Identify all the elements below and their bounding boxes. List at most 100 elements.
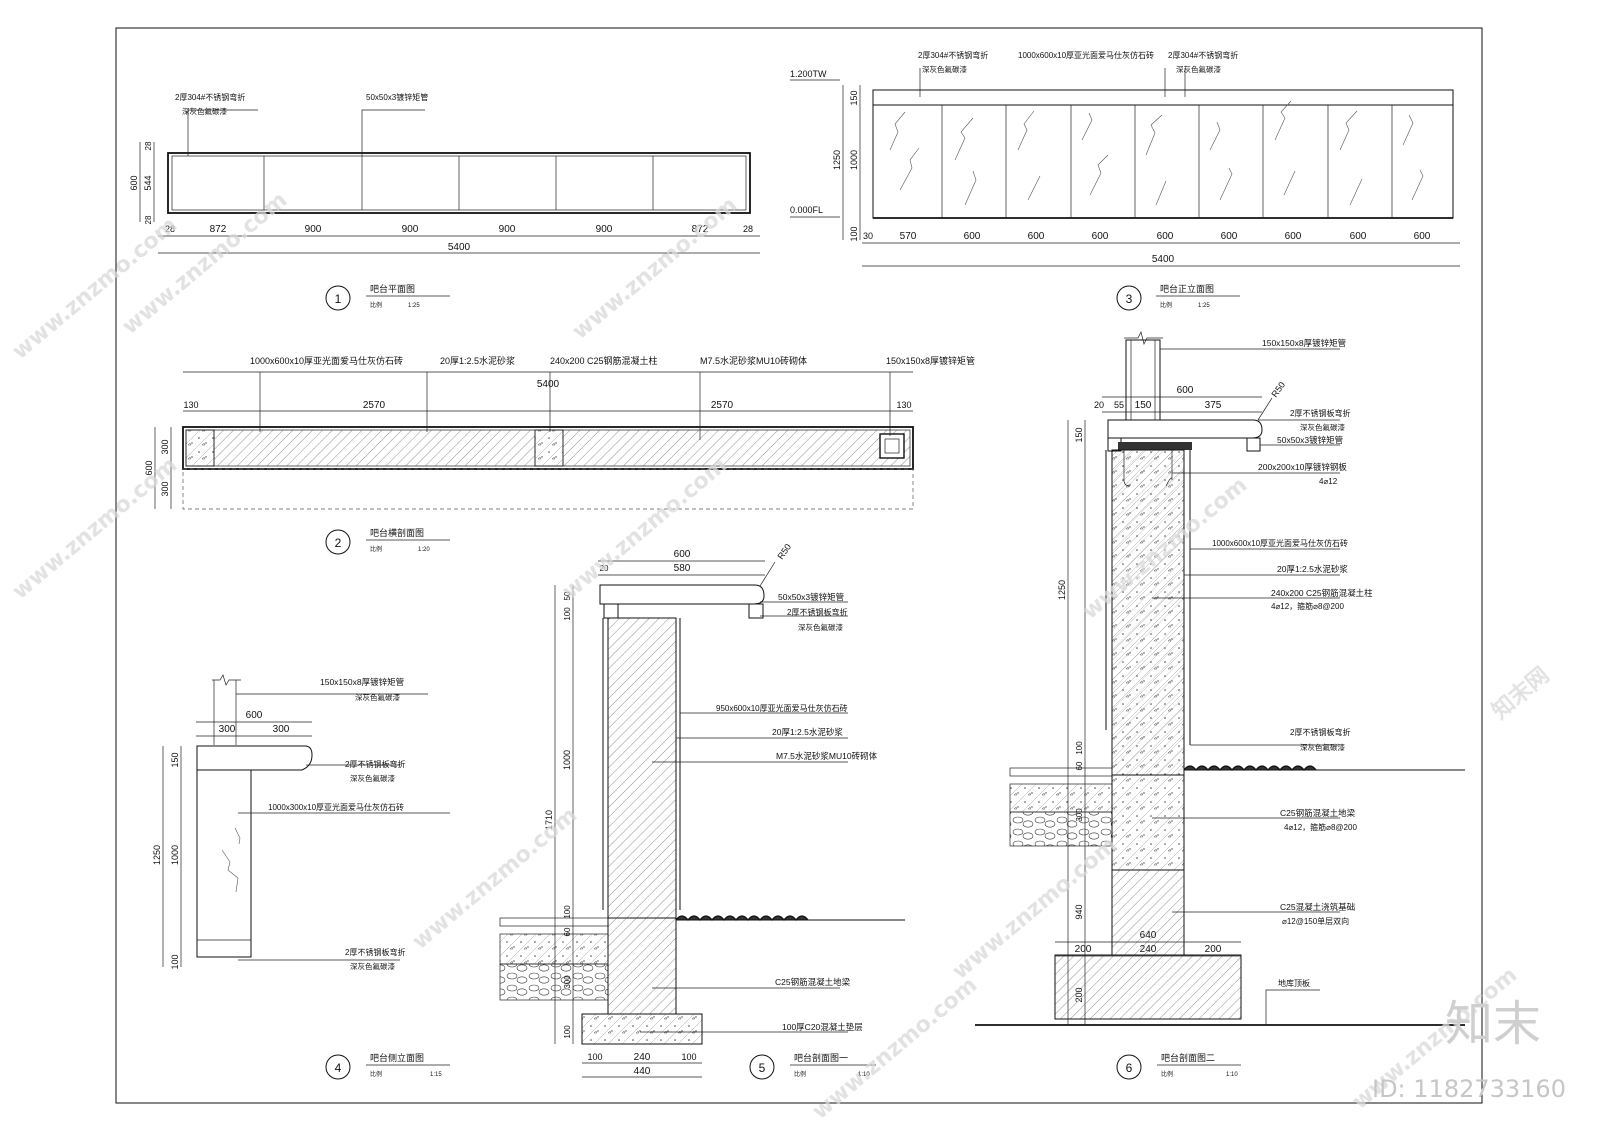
view-side-elevation: 600 300 300 150 1250 1000 100 150x150x8厚…	[152, 674, 450, 1080]
plan-dim-4: 900	[499, 224, 516, 235]
plan-dim-7: 28	[743, 224, 753, 234]
sec1-b100a: 100	[587, 1052, 602, 1062]
front-total: 5400	[1152, 254, 1175, 265]
sec2-note-10a: C25混凝土浇筑基础	[1280, 902, 1355, 912]
hsec-dim-1: 2570	[363, 400, 386, 411]
sec2-v100: 100	[1075, 741, 1084, 755]
sec1-view-title: 吧台剖面图一	[794, 1052, 848, 1063]
sec2-view-title: 吧台剖面图二	[1161, 1052, 1215, 1063]
sec1-radius-leader	[759, 561, 776, 587]
hsec-note-4: M7.5水泥砂浆MU10砖砌体	[700, 355, 807, 366]
front-cap	[872, 89, 1454, 106]
hsec-depth: 600	[144, 460, 154, 475]
side-note-4a: 2厚不锈钢板弯折	[345, 947, 405, 957]
sec1-title-circle	[749, 1054, 775, 1080]
hsec-note-1: 1000x600x10厚亚光面爱马仕灰仿石砖	[250, 355, 403, 366]
side-v1000: 1000	[170, 845, 180, 865]
hsec-dim-3: 130	[896, 400, 911, 410]
hsec-dim-0: 130	[183, 400, 198, 410]
sec2-v300: 300	[1075, 808, 1084, 822]
sec2-note-2a: 2厚不锈钢板弯折	[1290, 408, 1350, 418]
sec1-view-no: 5	[759, 1061, 766, 1075]
view-section-two: 600 20 55 150 375 R50 150 1250 100 60 30…	[975, 330, 1465, 1080]
sec1-floor-finish	[499, 917, 609, 927]
hsec-view-title: 吧台横剖面图	[370, 527, 424, 538]
hsec-scale-label: 比例	[370, 545, 382, 553]
sec1-floor-slab	[499, 933, 609, 965]
side-v150: 150	[170, 752, 180, 767]
side-v1250: 1250	[152, 845, 162, 865]
front-scale: 1:25	[1198, 303, 1210, 309]
side-scale-label: 比例	[370, 1070, 382, 1078]
sec1-v1710: 1710	[544, 810, 554, 830]
plan-dim-2: 900	[305, 224, 322, 235]
view-front-elevation: 2厚304#不锈钢弯折 深灰色氟碳漆 1000x600x10厚亚光面爱马仕灰仿石…	[790, 50, 1460, 311]
sec2-scale-label: 比例	[1161, 1070, 1173, 1078]
front-dim-8: 600	[1350, 231, 1367, 242]
sec2-v60: 60	[1075, 761, 1084, 770]
watermark-id: ID: 1182733160	[1372, 1075, 1566, 1103]
front-view-title: 吧台正立面图	[1160, 283, 1214, 294]
sec1-note-5: M7.5水泥砂浆MU10砖砌体	[776, 751, 878, 761]
watermark-text: www.znzmo.com	[8, 453, 182, 605]
hsec-d300b: 300	[160, 481, 170, 496]
front-note-1a: 2厚304#不锈钢弯折	[918, 50, 988, 60]
plan-dim-1: 872	[210, 224, 227, 235]
plan-dim-6: 872	[692, 224, 709, 235]
front-note-1b: 深灰色氟碳漆	[922, 64, 967, 74]
front-v150: 150	[849, 90, 859, 105]
view-plan: 2厚304#不锈钢弯折 深灰色氟碳漆 50x50x3镀锌矩管 28 872 90…	[129, 92, 760, 311]
front-dim-1: 570	[900, 231, 917, 242]
sec2-note-8a: 2厚不锈钢板弯折	[1290, 727, 1350, 737]
watermark-text: www.znzmo.com	[558, 453, 732, 605]
front-dim-3: 600	[1028, 231, 1045, 242]
hsec-note-3: 240x200 C25钢筋混凝土柱	[550, 355, 658, 366]
side-w300a: 300	[219, 724, 236, 735]
sec2-note-2b: 深灰色氟碳漆	[1300, 422, 1345, 432]
sec2-v200: 200	[1074, 987, 1084, 1002]
plan-leader-2	[361, 109, 425, 156]
hsec-steel-tube-inner	[884, 438, 900, 454]
side-body	[196, 769, 252, 958]
front-scale-label: 比例	[1160, 301, 1172, 309]
view-section-one: 600 20 580 R50 50 100 1710 1000 100 60 3…	[499, 542, 905, 1080]
sec1-note-4: 20厚1:2.5水泥砂浆	[772, 727, 843, 737]
sec2-w375: 375	[1205, 400, 1222, 411]
sec2-floor-slab	[1009, 783, 1113, 813]
hsec-title-circle	[325, 529, 351, 555]
plan-outline	[167, 152, 751, 214]
sec2-foundation	[1054, 954, 1242, 1020]
side-note-1b: 深灰色氟碳漆	[355, 692, 400, 702]
sec2-note-5: 1000x600x10厚亚光面爱马仕灰仿石砖	[1212, 538, 1348, 548]
watermark-text: www.znzmo.com	[568, 193, 742, 345]
sec2-scale: 1:10	[1226, 1072, 1238, 1078]
sec1-scale-label: 比例	[794, 1070, 806, 1078]
side-marble-veins	[221, 827, 241, 893]
side-scale: 1:15	[430, 1072, 442, 1078]
sec2-leader-11	[1265, 989, 1320, 1025]
sec2-w600: 600	[1177, 385, 1194, 396]
sec1-note-1: 50x50x3镀锌矩管	[778, 592, 844, 602]
side-title-circle	[325, 1054, 351, 1080]
front-title-circle	[1116, 285, 1142, 311]
sec1-ground-beam	[607, 917, 677, 1015]
sec1-v1000: 1000	[562, 750, 572, 770]
side-note-4b: 深灰色氟碳漆	[350, 961, 395, 971]
side-top	[196, 745, 313, 771]
sec1-note-2a: 2厚不锈钢板弯折	[787, 607, 847, 617]
watermark-logo: 知末	[1445, 996, 1541, 1052]
sec2-foundation-stem	[1111, 869, 1185, 956]
sec1-v60: 60	[563, 927, 572, 936]
sec2-column-hatch	[1112, 450, 1184, 775]
front-v1000: 1000	[849, 150, 859, 170]
sec2-w20: 20	[1094, 400, 1104, 410]
front-marble-veins	[889, 100, 1424, 206]
watermark-text: www.znzmo.com	[808, 973, 982, 1125]
watermark-text: 知末网	[1487, 662, 1554, 724]
plan-total: 5400	[448, 242, 471, 253]
side-break-mark	[212, 674, 241, 686]
sec2-tube-right	[1246, 437, 1261, 452]
sec2-radius-leader	[1257, 397, 1273, 421]
sec2-note-11: 地库顶板	[1278, 978, 1310, 988]
